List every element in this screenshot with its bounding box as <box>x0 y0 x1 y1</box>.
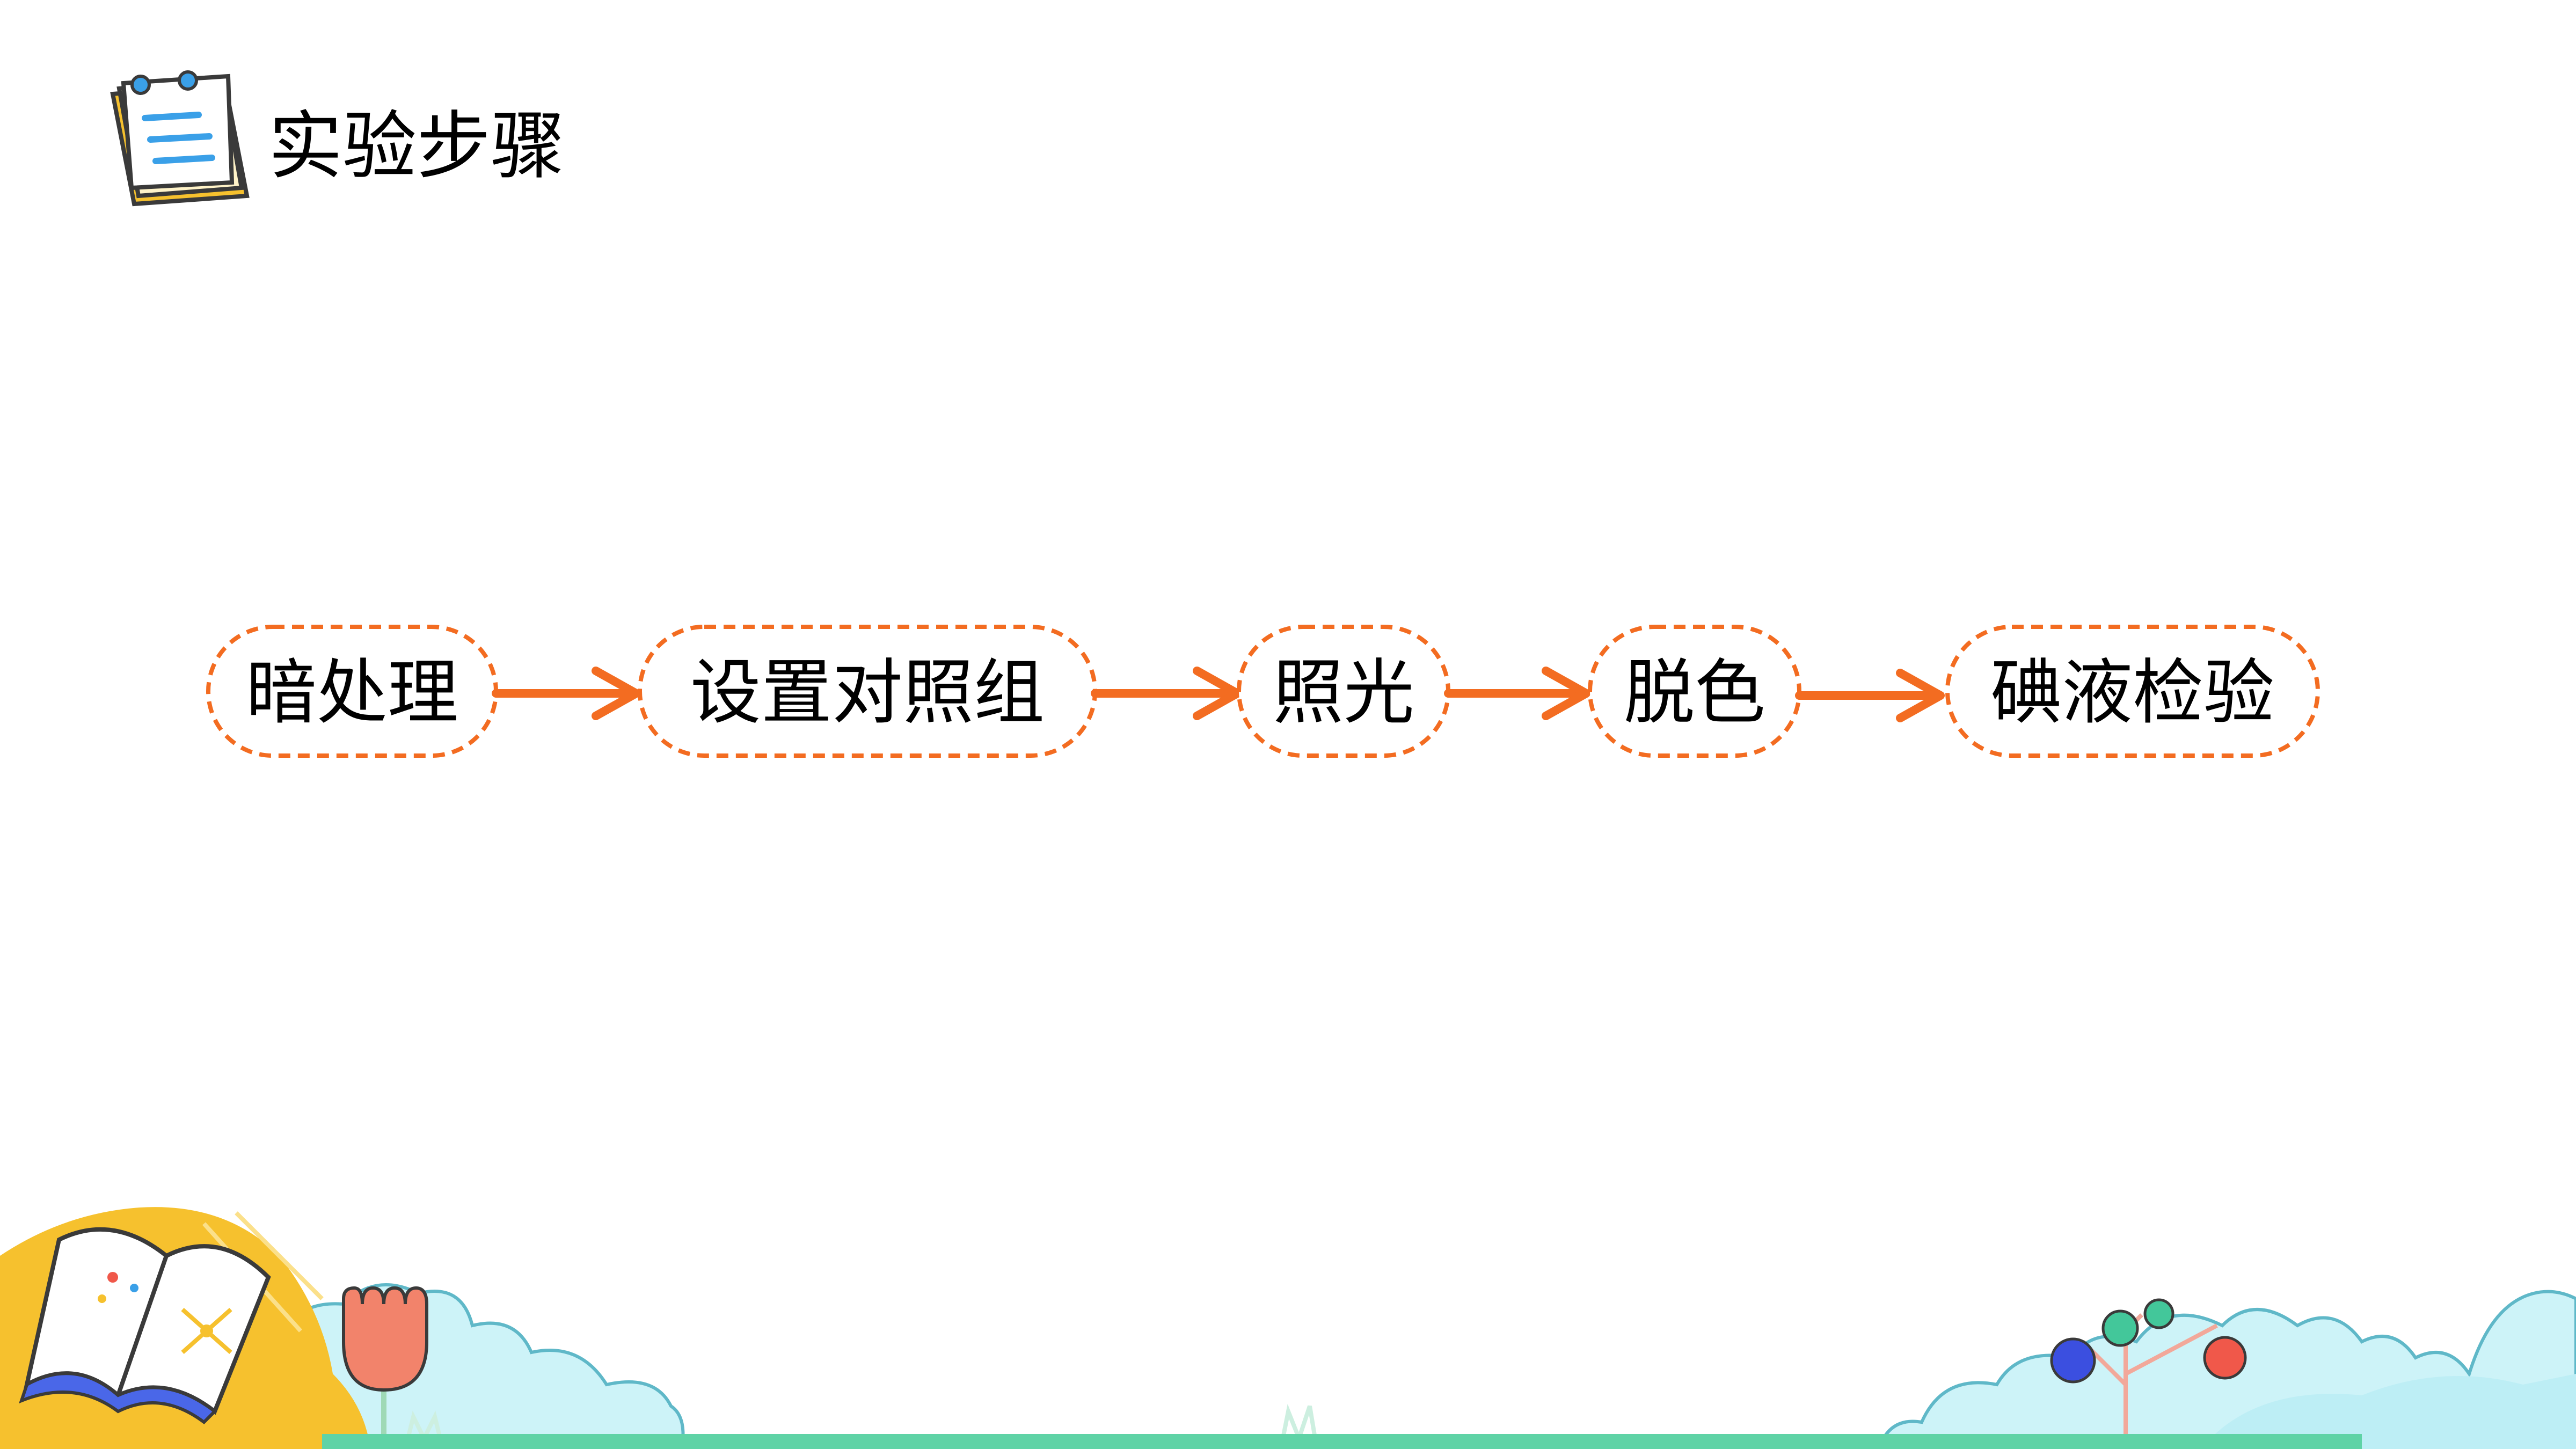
step-label-5: 碘液检验 <box>1991 652 2274 734</box>
flow-diagram: 暗处理 设置对照组 照光 脱色 <box>206 625 2320 758</box>
ground-strip <box>322 1434 2362 1449</box>
flow-arrow-1 <box>492 667 640 720</box>
notepad-icon <box>110 70 250 207</box>
step-label-2: 设置对照组 <box>690 652 1045 734</box>
flow-step-1: 暗处理 <box>206 625 498 758</box>
flow-step-3: 照光 <box>1237 625 1450 758</box>
flow-step-4: 脱色 <box>1588 625 1801 758</box>
flow-arrow-2 <box>1091 667 1242 720</box>
flow-arrow-4 <box>1795 669 1945 722</box>
bottom-decoration <box>0 1207 2576 1449</box>
step-label-4: 脱色 <box>1624 652 1765 734</box>
flow-arrow-3 <box>1444 667 1590 720</box>
lollipop-tree-icon <box>2050 1298 2247 1449</box>
open-book-icon <box>19 1227 271 1424</box>
step-label-1: 暗处理 <box>246 652 458 734</box>
step-label-3: 照光 <box>1273 652 1414 734</box>
page-title: 实验步骤 <box>268 103 565 189</box>
flow-step-5: 碘液检验 <box>1945 625 2320 758</box>
flow-step-2: 设置对照组 <box>638 625 1097 758</box>
